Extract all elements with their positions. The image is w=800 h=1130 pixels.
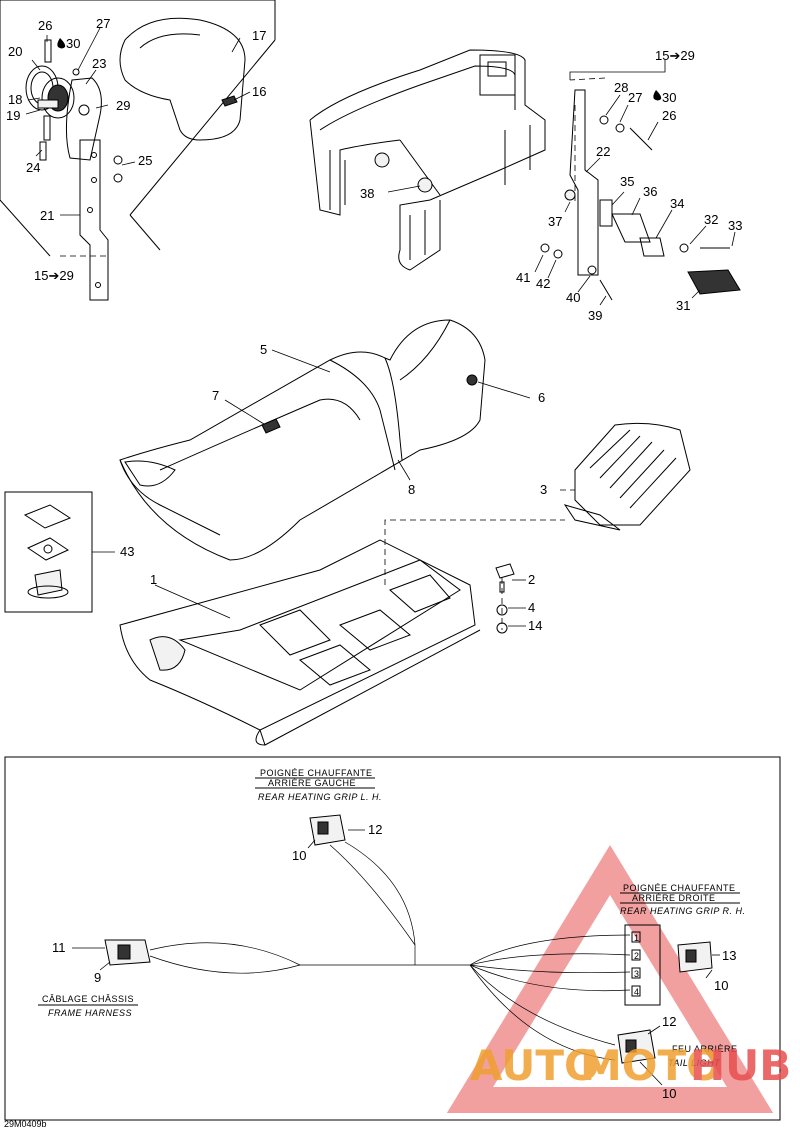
- watermark-hub: HUB: [690, 1041, 791, 1090]
- ref-15-29-right: 15➔29: [655, 48, 695, 63]
- pin-2: 2: [634, 951, 639, 961]
- wiring-labels: POIGNÉE CHAUFFANTE ARRIÈRE GAUCHE REAR H…: [4, 768, 746, 1129]
- callout-30: 30: [66, 36, 80, 51]
- callout-9: 9: [94, 970, 101, 985]
- seat-assembly: [119, 319, 531, 561]
- left-grip-label-fr: POIGNÉE CHAUFFANTE: [260, 768, 373, 778]
- callout-23: 23: [92, 56, 106, 71]
- callout-7: 7: [212, 388, 219, 403]
- harness-label-en: FRAME HARNESS: [48, 1008, 132, 1018]
- callout-19: 19: [6, 108, 20, 123]
- seat-pad: [560, 422, 691, 531]
- rack-assembly: [309, 49, 741, 306]
- callout-39: 39: [588, 308, 602, 323]
- watermark-moto: MOTO: [580, 1041, 722, 1090]
- callout-12: 12: [368, 822, 382, 837]
- callout-26b: 26: [662, 108, 676, 123]
- callout-25: 25: [138, 153, 152, 168]
- small-hardware: [495, 563, 526, 634]
- tail-light-label-en: TAIL LIGHT: [668, 1058, 721, 1068]
- callout-17: 17: [252, 28, 266, 43]
- callout-33: 33: [728, 218, 742, 233]
- callout-10: 10: [292, 848, 306, 863]
- callout-32: 32: [704, 212, 718, 227]
- grip-inset: [0, 0, 276, 301]
- callout-3: 3: [540, 482, 547, 497]
- seat-base: [119, 519, 565, 746]
- callout-2: 2: [528, 572, 535, 587]
- drop-icon: [57, 38, 66, 49]
- callout-21: 21: [40, 208, 54, 223]
- callout-28: 28: [614, 80, 628, 95]
- watermark-auto: AUTO: [470, 1041, 600, 1090]
- drawing-code: 29M0409b: [4, 1119, 47, 1129]
- callout-1: 1: [150, 572, 157, 587]
- callout-26: 26: [38, 18, 52, 33]
- callout-36: 36: [643, 184, 657, 199]
- right-grip-label-en: REAR HEATING GRIP R. H.: [620, 906, 746, 916]
- callout-5: 5: [260, 342, 267, 357]
- pin-4: 4: [634, 987, 639, 997]
- harness-label-fr: CÂBLAGE CHÂSSIS: [42, 994, 134, 1004]
- pin-1: 1: [634, 933, 639, 943]
- callout-40: 40: [566, 290, 580, 305]
- callout-10b: 10: [714, 978, 728, 993]
- callouts: 26 30 27 20 23 18 19 29 24 25 21 15➔29 1…: [6, 16, 742, 1101]
- callout-8: 8: [408, 482, 415, 497]
- ref-15-29-left: 15➔29: [34, 268, 74, 283]
- callout-42: 42: [536, 276, 550, 291]
- right-grip-label-fr: POIGNÉE CHAUFFANTE: [623, 883, 736, 893]
- callout-10c: 10: [662, 1086, 676, 1101]
- callout-13: 13: [722, 948, 736, 963]
- callout-29: 29: [116, 98, 130, 113]
- callout-27: 27: [96, 16, 110, 31]
- callout-6: 6: [538, 390, 545, 405]
- callout-24: 24: [26, 160, 40, 175]
- callout-20: 20: [8, 44, 22, 59]
- callout-31: 31: [676, 298, 690, 313]
- pin-3: 3: [634, 969, 639, 979]
- callout-14: 14: [528, 618, 542, 633]
- callout-34: 34: [670, 196, 684, 211]
- callout-11: 11: [52, 940, 66, 955]
- right-grip-label-fr2: ARRIÈRE DROITE: [632, 893, 716, 903]
- pin-labels: [631, 931, 641, 997]
- callout-38: 38: [360, 186, 374, 201]
- callout-43: 43: [120, 544, 134, 559]
- callout-41: 41: [516, 270, 530, 285]
- callout-27b: 27: [628, 90, 642, 105]
- callout-30b: 30: [662, 90, 676, 105]
- wiring-panel: [4, 756, 781, 1121]
- tail-light-label-fr: FEU ARRIÈRE: [672, 1044, 738, 1054]
- callout-16: 16: [252, 84, 266, 99]
- inset-43: [4, 491, 115, 613]
- left-grip-label-en: REAR HEATING GRIP L. H.: [258, 792, 382, 802]
- callout-22: 22: [596, 144, 610, 159]
- callout-37: 37: [548, 214, 562, 229]
- callout-12b: 12: [662, 1014, 676, 1029]
- drop-icon-2: [653, 90, 662, 101]
- watermark-triangle: [446, 844, 774, 1113]
- watermark-text: AUTO MOTO HUB: [470, 1041, 791, 1090]
- callout-35: 35: [620, 174, 634, 189]
- left-grip-label-fr2: ARRIÈRE GAUCHE: [268, 778, 356, 788]
- callout-4: 4: [528, 600, 535, 615]
- callout-18: 18: [8, 92, 22, 107]
